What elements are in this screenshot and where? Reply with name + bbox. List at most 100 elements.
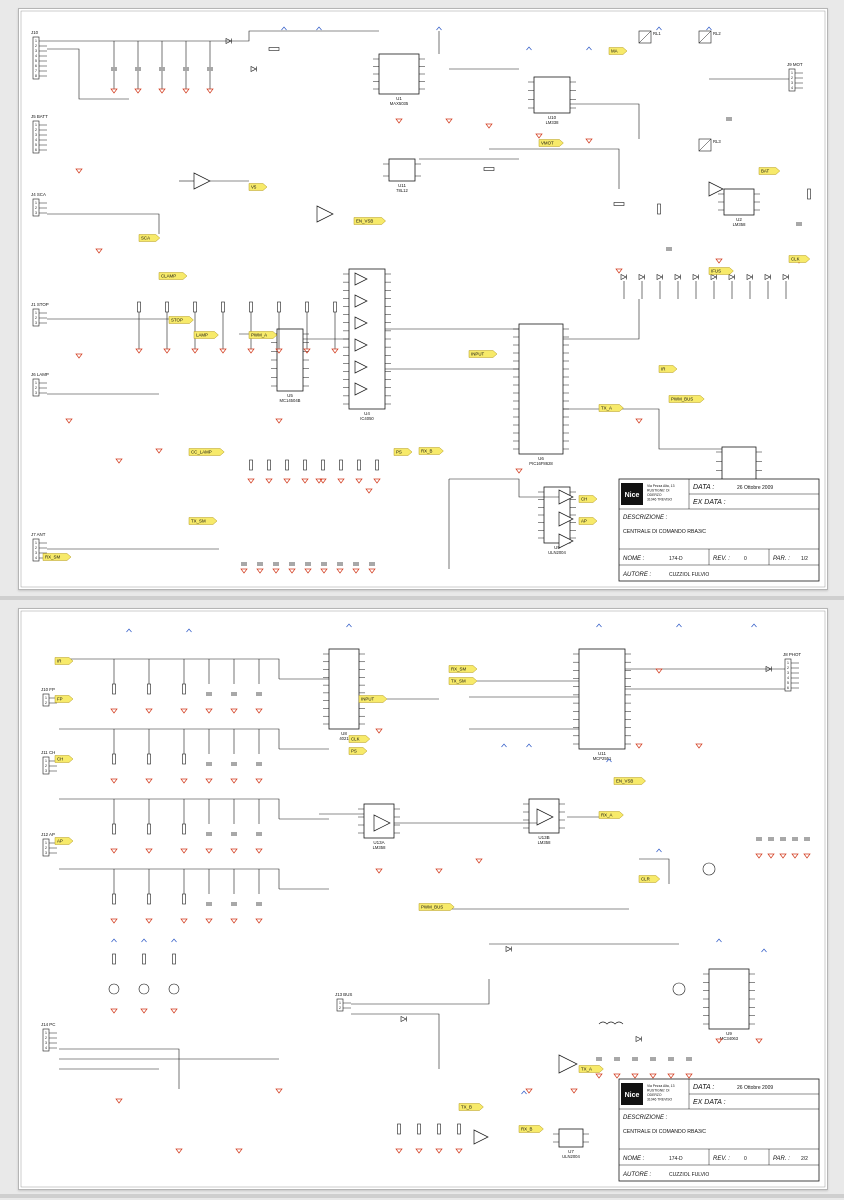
capacitor — [206, 902, 212, 906]
text-label: DESCRIZIONE : — [623, 515, 668, 521]
capacitor — [686, 1057, 692, 1061]
text-label: 1 — [339, 1001, 341, 1005]
net-label — [468, 350, 498, 358]
net-label — [358, 695, 388, 703]
ground-symbol — [230, 778, 238, 784]
ground-symbol — [455, 1148, 463, 1154]
ground-symbol — [240, 568, 248, 574]
capacitor — [273, 562, 279, 566]
text-label: 2 — [45, 1036, 47, 1040]
text-label: AP — [57, 839, 63, 844]
net-label — [448, 665, 478, 673]
text-label: 4 — [791, 86, 793, 90]
ground-symbol — [158, 88, 166, 94]
inductor — [598, 1021, 624, 1025]
nice-logo — [621, 483, 643, 505]
capacitor — [756, 837, 762, 841]
text-label: AUTORE : — [622, 572, 652, 578]
power-symbol — [501, 743, 507, 748]
text-label: 2/2 — [801, 1156, 808, 1162]
text-label: RL1 — [653, 31, 661, 36]
net-label — [538, 139, 564, 147]
resistor — [249, 459, 253, 471]
ground-symbol — [435, 1148, 443, 1154]
ground-symbol — [110, 1008, 118, 1014]
resistor — [147, 823, 151, 835]
ground-symbol — [685, 1073, 693, 1079]
text-label: J8 PHOT — [783, 652, 801, 657]
opamp-triangle — [536, 808, 554, 826]
opamp-triangle — [558, 533, 574, 549]
net-label — [448, 677, 478, 685]
text-label: J11 CH — [41, 750, 55, 755]
text-label: PIC16F8628 — [529, 461, 553, 466]
text-label: IFUS — [711, 269, 721, 274]
ground-symbol — [110, 708, 118, 714]
text-label: ODERZO — [647, 493, 662, 497]
text-label: RX_A — [601, 813, 613, 818]
resistor — [807, 188, 811, 200]
text-label: SCA — [141, 236, 150, 241]
text-label: MAX5035 — [390, 101, 409, 106]
capacitor — [668, 1057, 674, 1061]
wire — [489, 148, 620, 189]
net-label — [248, 183, 268, 191]
transistor — [168, 983, 180, 995]
ground-symbol — [145, 708, 153, 714]
ground-symbol — [175, 1148, 183, 1154]
net-label — [578, 517, 598, 525]
text-label: DESCRIZIONE : — [623, 1115, 668, 1121]
title-block — [618, 478, 820, 582]
text-label: RUSTIGNE' DI — [647, 1089, 670, 1093]
power-symbol — [656, 848, 662, 853]
resistor — [268, 47, 280, 51]
ground-symbol — [415, 1148, 423, 1154]
power-symbol — [186, 628, 192, 633]
text-label: CLAMP — [161, 274, 176, 279]
capacitor — [305, 562, 311, 566]
resistor — [112, 753, 116, 765]
text-label: 2 — [791, 76, 793, 80]
text-label: 3 — [35, 211, 37, 215]
text-label: EX DATA : — [693, 1099, 726, 1106]
text-label: 3 — [45, 769, 47, 773]
text-label: 2 — [45, 701, 47, 705]
capacitor — [321, 562, 327, 566]
ic-chip — [518, 323, 564, 455]
ground-symbol — [615, 268, 623, 274]
transistor — [138, 983, 150, 995]
power-symbol — [761, 948, 767, 953]
capacitor — [256, 692, 262, 696]
ground-symbol — [275, 418, 283, 424]
capacitor — [726, 117, 732, 121]
ground-symbol — [755, 1038, 763, 1044]
net-label — [393, 448, 413, 456]
resistor — [147, 683, 151, 695]
text-label: AP — [581, 519, 587, 524]
diode — [225, 38, 232, 44]
resistor — [267, 459, 271, 471]
ground-symbol — [256, 568, 264, 574]
ground-symbol — [570, 1088, 578, 1094]
net-label — [578, 495, 598, 503]
text-label: 6 — [35, 148, 37, 152]
text-label: J5 BATT — [31, 114, 48, 119]
text-label: PAR. : — [773, 1156, 790, 1162]
text-label: 5 — [35, 59, 37, 63]
ground-symbol — [613, 1073, 621, 1079]
net-label — [54, 695, 74, 703]
ground-symbol — [219, 348, 227, 354]
text-label: FP — [57, 697, 63, 702]
ground-symbol — [205, 918, 213, 924]
capacitor — [614, 1057, 620, 1061]
text-label: ODERZO — [647, 1093, 662, 1097]
text-label: IR — [57, 659, 61, 664]
text-label: 1 — [791, 71, 793, 75]
resistor — [305, 301, 309, 313]
ground-symbol — [180, 848, 188, 854]
net-label — [348, 735, 371, 743]
diode — [635, 1036, 642, 1042]
ic-chip — [723, 188, 755, 216]
ground-symbol — [155, 448, 163, 454]
